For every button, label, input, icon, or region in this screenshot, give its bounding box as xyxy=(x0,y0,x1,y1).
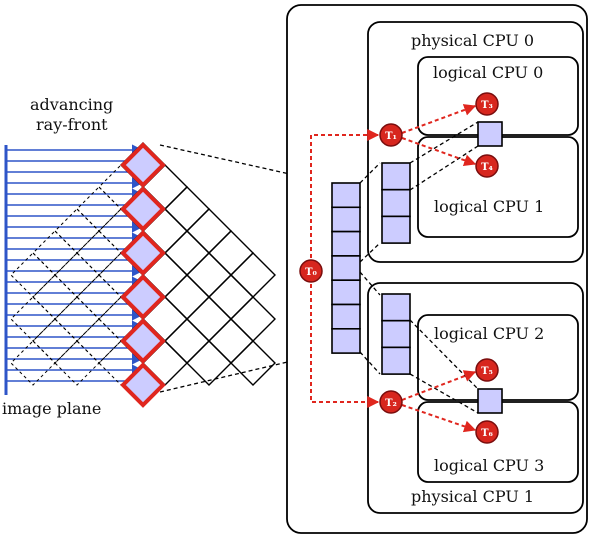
main-queue-cell xyxy=(331,206,361,233)
physical-cpu-1-queue xyxy=(381,293,411,375)
front-tile xyxy=(120,274,166,320)
mid-thread-top: T₁ xyxy=(379,123,403,147)
cpu1-queue-to-lcpu-dash-b xyxy=(409,373,479,414)
main-thread-to-mid-bottom-arrow xyxy=(310,284,380,408)
tile-cell xyxy=(186,340,232,386)
main-task-queue xyxy=(331,182,361,354)
logical-cpu-3-label: logical CPU 3 xyxy=(434,456,544,475)
sub-queue-cell xyxy=(381,215,411,244)
worker-thread-1: T₃ xyxy=(475,92,499,116)
physical-cpu-0-queue xyxy=(381,162,411,244)
ray-front-label: ray-front xyxy=(36,115,108,134)
tile-cell xyxy=(186,252,232,298)
sub-queue-cell xyxy=(381,346,411,375)
front-tile xyxy=(120,318,166,364)
main-queue-cell xyxy=(331,303,361,330)
worker-thread-4-label: T₆ xyxy=(481,428,493,439)
main-thread: T₀ xyxy=(299,259,323,283)
physical-cpu-1-label: physical CPU 1 xyxy=(411,487,534,506)
mid-bottom-to-worker-4-arrow xyxy=(401,404,477,433)
front-tile xyxy=(120,362,166,408)
main-queue-cell xyxy=(331,255,361,281)
front-tile xyxy=(120,142,166,188)
mid-thread-bottom-label: T₂ xyxy=(385,398,397,409)
tile-cell xyxy=(208,274,254,320)
past-tile-cell xyxy=(10,340,56,386)
front-to-queue-top-dash xyxy=(159,144,331,184)
cpu0-queue-to-lcpu-dash-a xyxy=(409,121,479,164)
mid-top-to-worker-1-arrow xyxy=(401,104,477,134)
past-tile-cell xyxy=(54,340,100,386)
main-thread-to-mid-top-arrow xyxy=(310,129,380,258)
main-queue-cell xyxy=(331,327,361,354)
worker-thread-2: T₄ xyxy=(475,154,499,178)
tile-cell xyxy=(208,318,254,364)
tile-cell xyxy=(208,230,254,276)
physical-cpu-0-label: physical CPU 0 xyxy=(411,31,534,50)
front-tile xyxy=(120,230,166,276)
sub-queue-cell xyxy=(381,162,411,191)
main-thread-label: T₀ xyxy=(305,267,317,278)
mid-top-to-worker-2-arrow xyxy=(401,137,477,167)
tile-cell xyxy=(164,186,210,232)
queue-to-cpu0-queue-dash-b xyxy=(359,242,381,263)
worker-thread-1-label: T₃ xyxy=(481,100,493,111)
queue-to-cpu1-queue-dash-b xyxy=(359,351,381,375)
mid-bottom-to-worker-3-arrow xyxy=(401,370,477,401)
front-tile xyxy=(120,186,166,232)
ray-lines xyxy=(7,144,144,387)
logical-cpu-queue-bottom xyxy=(477,388,503,414)
main-queue-cell xyxy=(331,182,361,209)
logical-cpu-0-label: logical CPU 0 xyxy=(433,63,543,82)
logical-cpu-queue-top xyxy=(477,121,503,147)
tile-cell xyxy=(186,296,232,342)
mid-thread-bottom: T₂ xyxy=(379,390,403,414)
worker-thread-3: T₅ xyxy=(475,358,499,382)
tile-cell xyxy=(164,230,210,276)
tile-cell xyxy=(230,296,276,342)
queue-to-cpu0-queue-dash-a xyxy=(359,162,381,184)
image-plane-label: image plane xyxy=(2,399,101,418)
sub-queue-cell xyxy=(381,319,411,349)
queue-to-cpu1-queue-dash-a xyxy=(359,271,381,296)
image-plane-group xyxy=(4,142,276,408)
sub-queue-cell xyxy=(381,293,411,322)
tile-cell xyxy=(230,252,276,298)
front-to-queue-bottom-dash xyxy=(159,351,331,393)
logical-cpu-2-label: logical CPU 2 xyxy=(434,324,544,343)
sub-queue-cell xyxy=(381,188,411,218)
tile-cell xyxy=(164,274,210,320)
logical-cpu-1-label: logical CPU 1 xyxy=(434,197,544,216)
mid-thread-top-label: T₁ xyxy=(385,131,397,142)
tile-cell xyxy=(230,340,276,386)
worker-thread-3-label: T₅ xyxy=(481,366,493,377)
main-queue-cell xyxy=(331,279,361,306)
tile-cell xyxy=(164,318,210,364)
tile-cell xyxy=(186,208,232,254)
main-queue-cell xyxy=(331,230,361,257)
advancing-label: advancing xyxy=(30,95,113,114)
worker-thread-2-label: T₄ xyxy=(481,162,493,173)
ray-front-tiles xyxy=(10,142,276,408)
worker-thread-4: T₆ xyxy=(475,420,499,444)
